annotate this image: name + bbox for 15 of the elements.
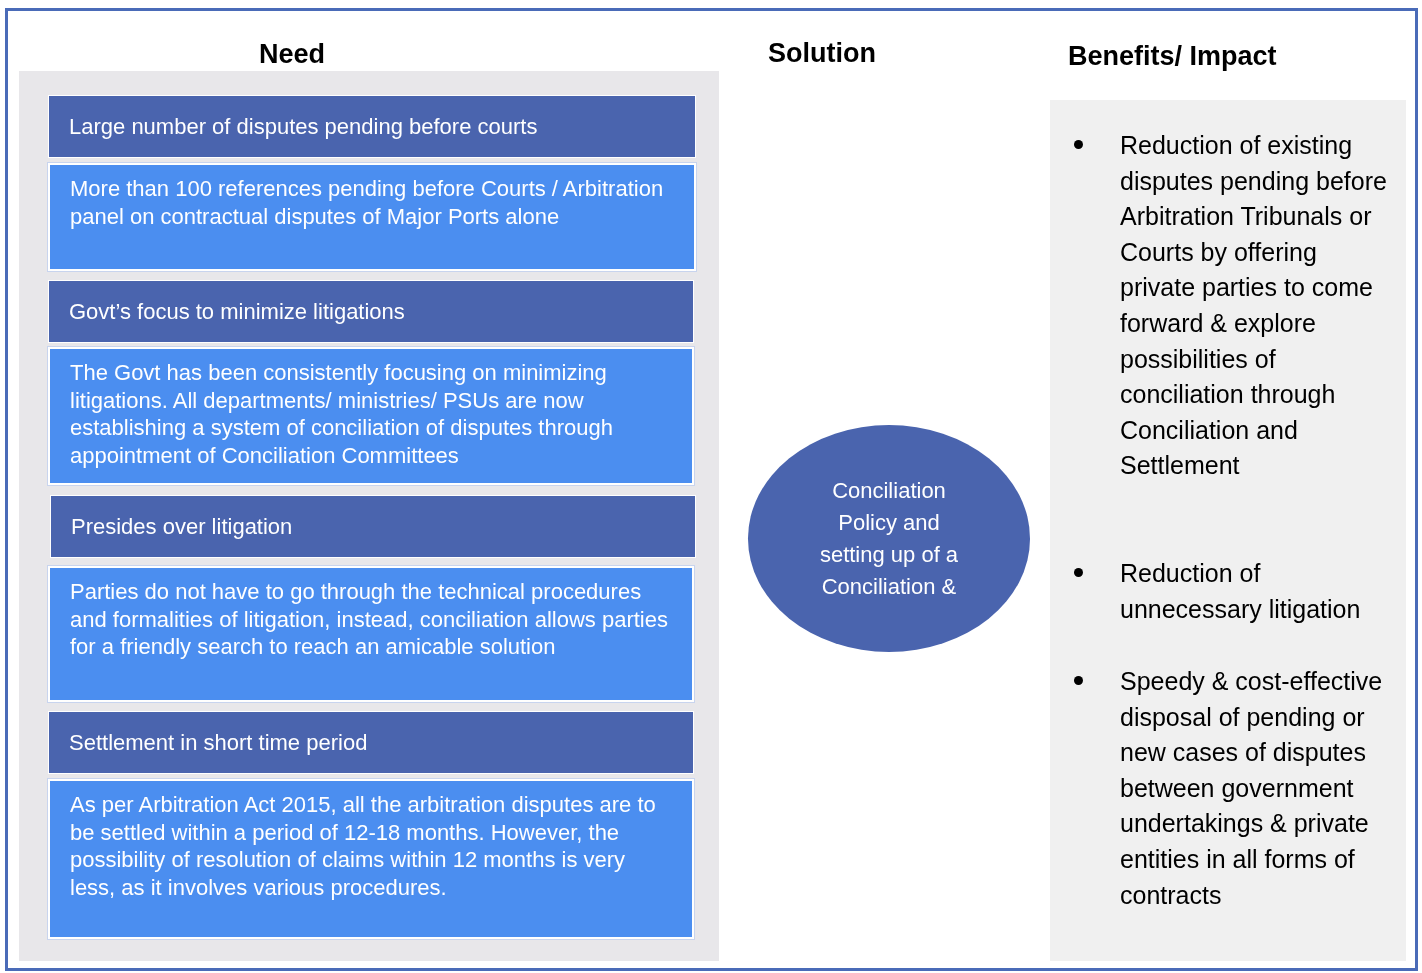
header-bar: Govt’s focus to minimize litigations: [48, 280, 694, 343]
bullet-text: Reduction of unnecessary litigation: [1120, 558, 1362, 625]
description-box: The Govt has been consistently focusing on minimizing litigations. All departments/ ministries/ PSUs are now establishing a system of conciliation of disputes through appointment of Conciliation Committees: [48, 347, 694, 485]
solution-ellipse: Conciliation Policy and setting up of a Conciliation &: [748, 425, 1030, 652]
bullet-text: Speedy & cost-effective disposal of pending or new cases of disputes between government undertakings & private entities in all forms of contracts: [1120, 666, 1384, 911]
bullet-text: Reduction of existing disputes pending before Arbitration Tribunals or Courts by offering private parties to come forward & explore possibilities of conciliation through Conciliation and Settlement: [1120, 130, 1388, 482]
description-box: More than 100 references pending before Courts / Arbitration panel on contractual disputes of Major Ports alone: [48, 163, 696, 271]
header-bar: Settlement in short time period: [48, 711, 694, 774]
header-bar: Large number of disputes pending before courts: [48, 95, 696, 158]
description-box: Parties do not have to go through the technical procedures and formalities of litigation, instead, conciliation allows parties for a friendly search to reach an amicable solution: [48, 566, 694, 702]
column-heading: Solution: [768, 38, 876, 69]
description-box: As per Arbitration Act 2015, all the arbitration disputes are to be settled within a period of 12-18 months. However, the possibility of resolution of claims within 12 months is very less, as it involves various procedures.: [48, 779, 694, 939]
column-heading: Benefits/ Impact: [1068, 41, 1277, 72]
header-bar: Presides over litigation: [50, 495, 696, 558]
column-heading: Need: [259, 39, 326, 70]
